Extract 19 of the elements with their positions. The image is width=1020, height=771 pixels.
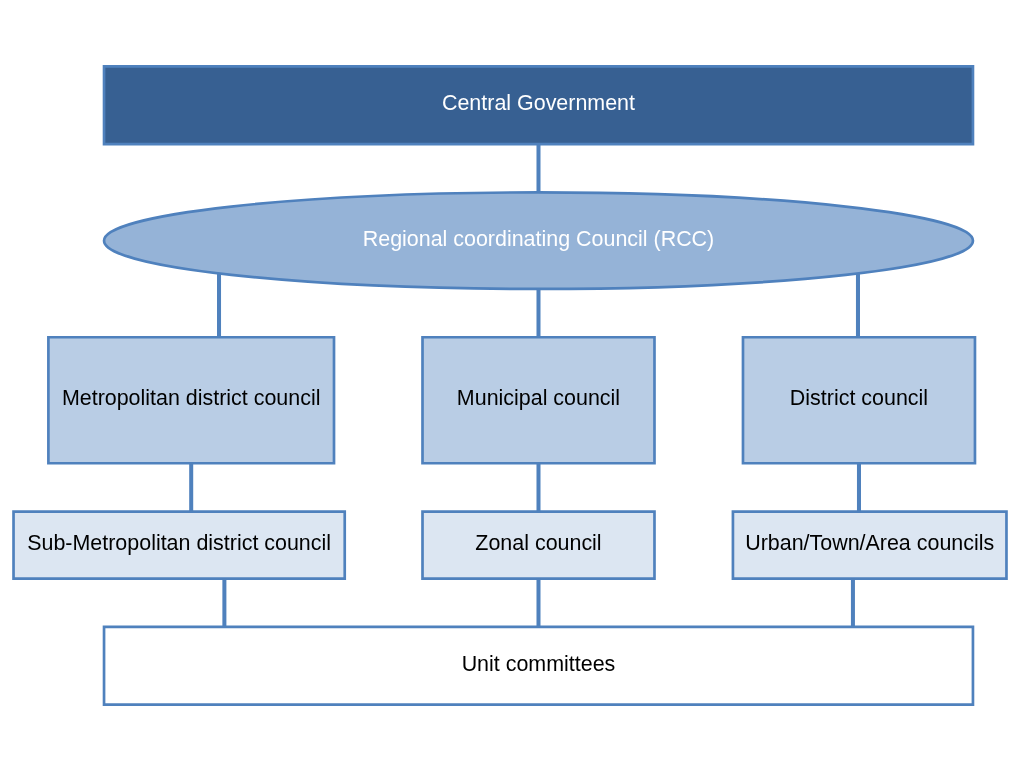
node-box: Urban/Town/Area councils (731, 510, 1008, 580)
connector (536, 578, 541, 627)
node-box: Sub-Metropolitan district council (12, 510, 347, 580)
node-box: Municipal council (421, 335, 656, 465)
connector (222, 578, 227, 627)
node-box: Metropolitan district council (47, 335, 336, 465)
node-box: District council (741, 335, 977, 465)
connector (856, 463, 861, 512)
node-box: Zonal council (421, 510, 656, 580)
connector (189, 463, 194, 512)
connector (217, 273, 222, 337)
connector (855, 273, 860, 337)
node-box: Central Government (102, 65, 975, 146)
connector (536, 463, 541, 512)
node-ellipse: Regional coordinating Council (RCC) (102, 191, 975, 291)
connector (850, 578, 855, 627)
connector (536, 289, 541, 337)
node-box: Unit committees (102, 625, 975, 706)
connector (536, 144, 541, 192)
